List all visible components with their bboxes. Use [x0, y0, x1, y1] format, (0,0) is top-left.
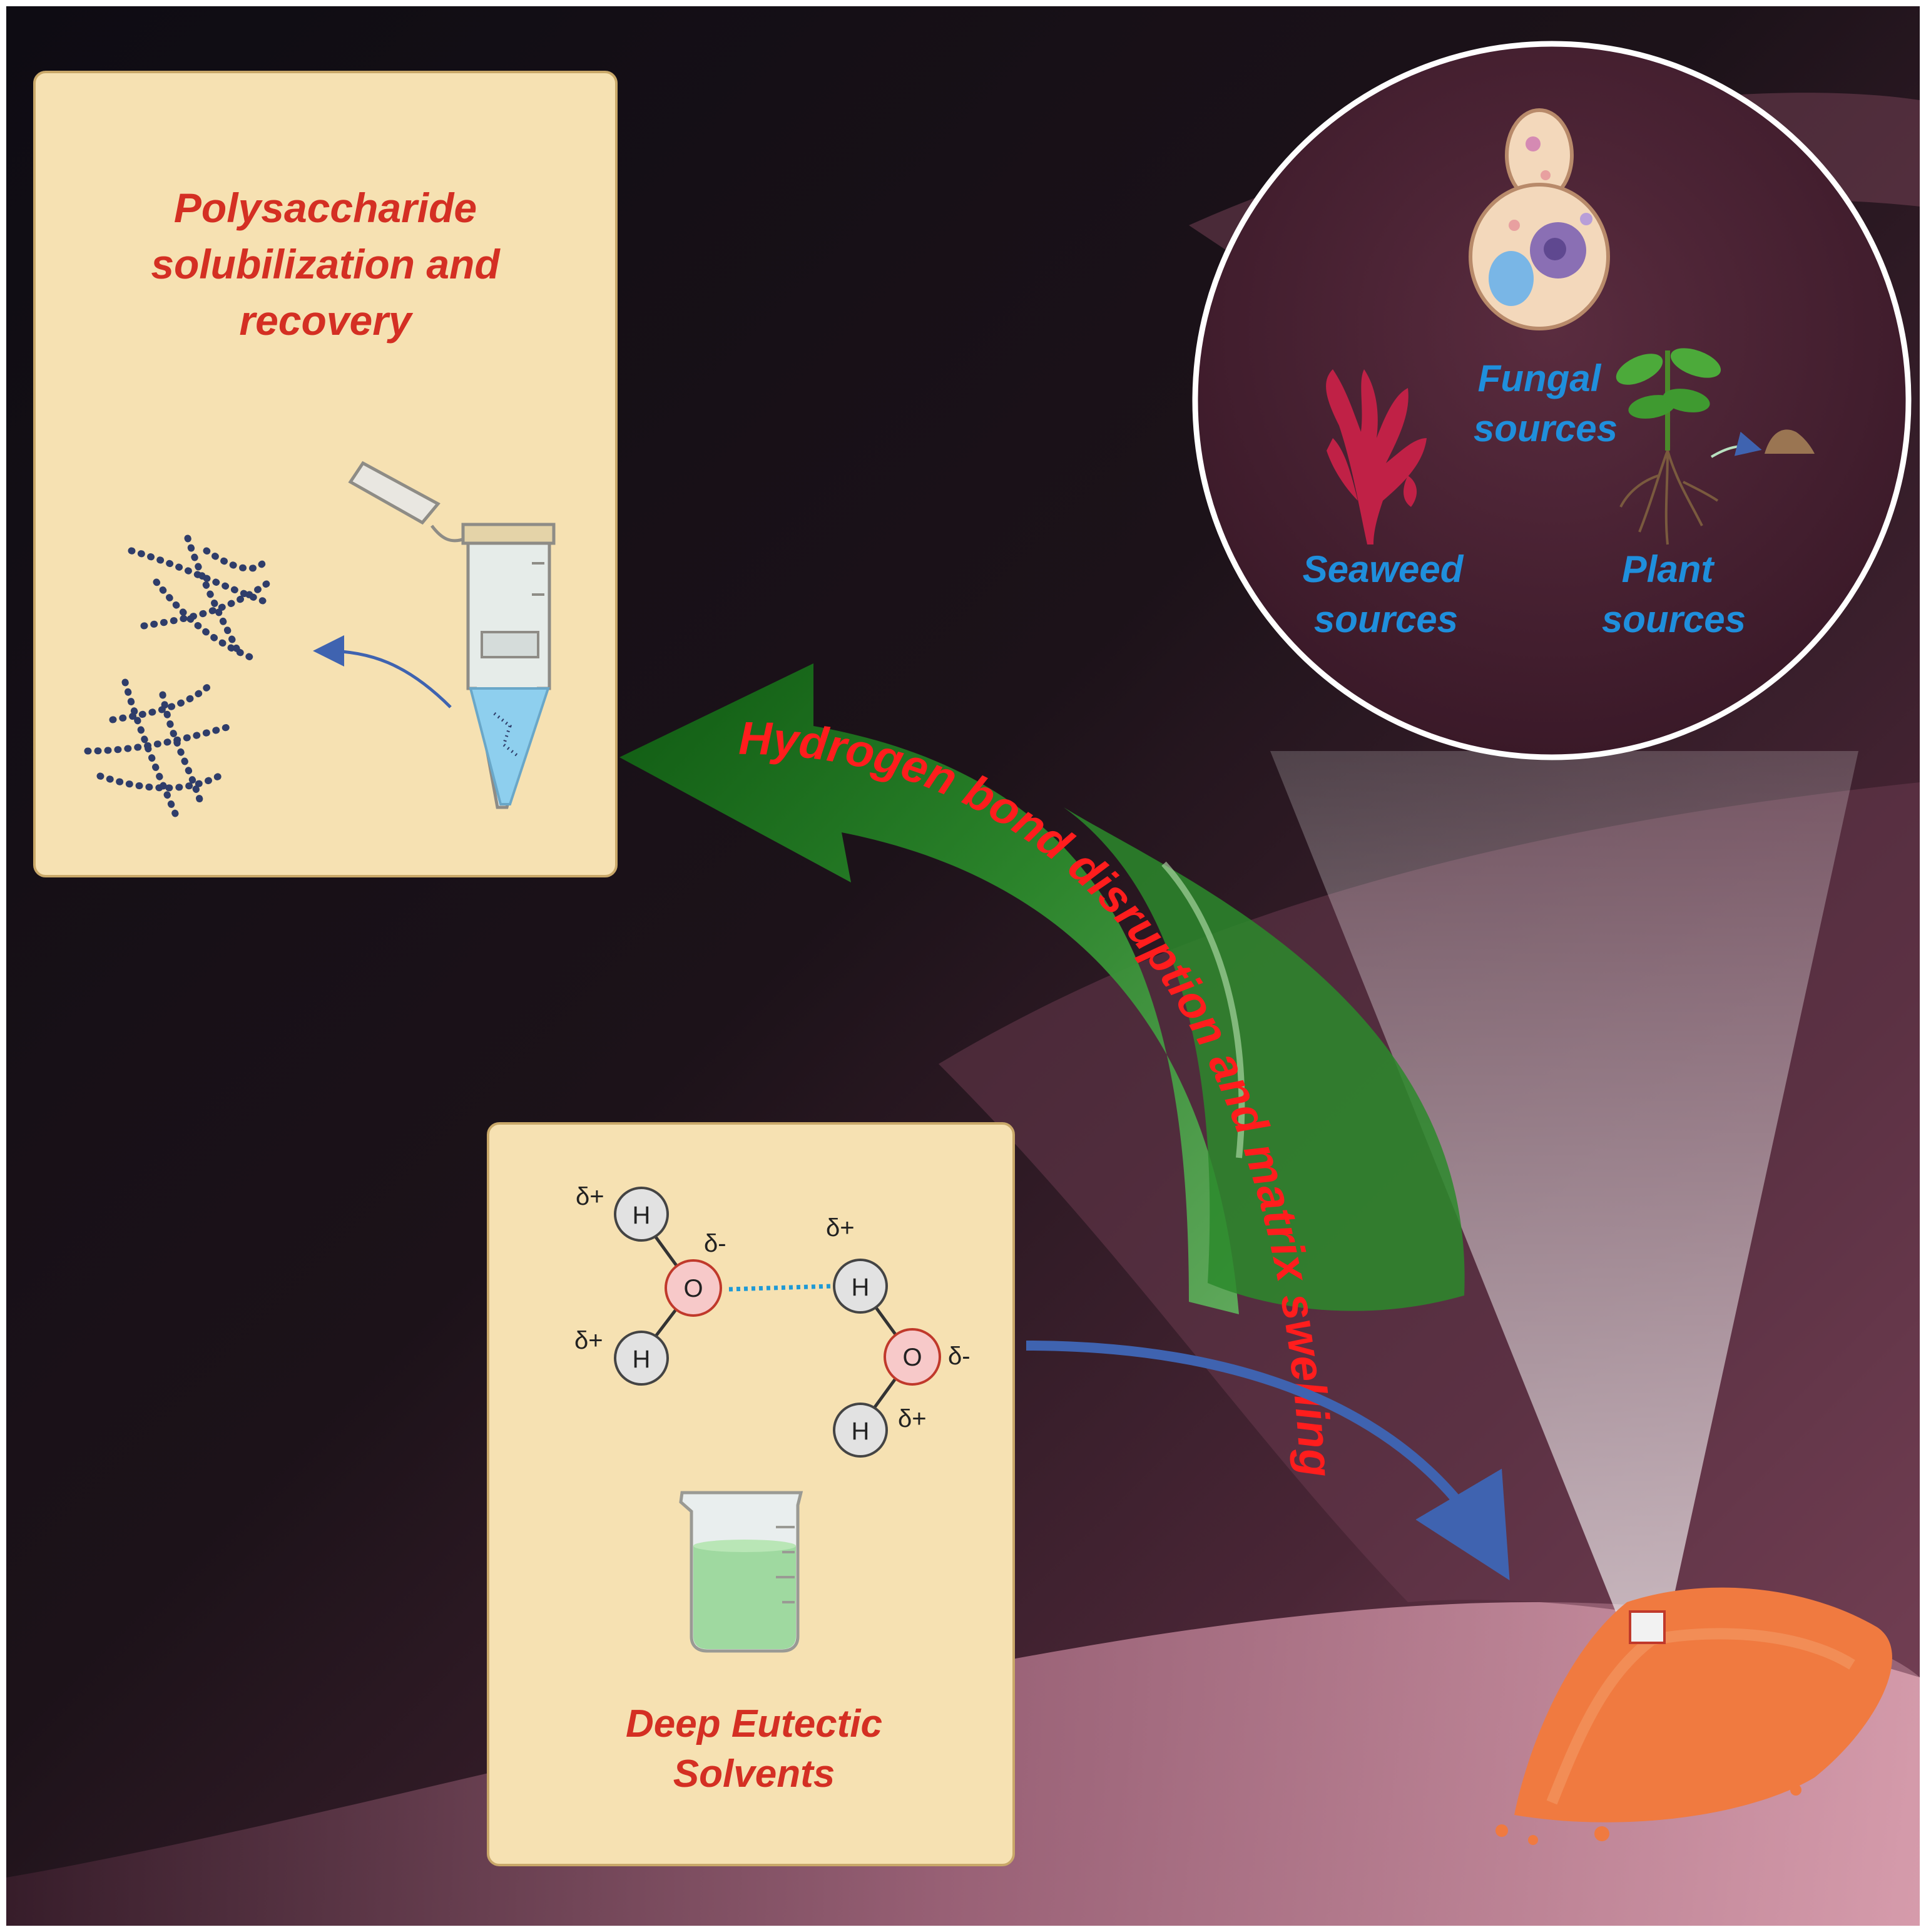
solvent-to-sample-arrow — [1026, 1341, 1510, 1581]
hydrogen-bond-arrow — [619, 663, 1465, 1314]
svg-text:O: O — [902, 1344, 922, 1371]
oxygen-atom-icon: O — [665, 1259, 722, 1317]
hydrogen-atom-icon: H — [614, 1331, 669, 1386]
fungal-cell-icon — [1469, 108, 1610, 330]
sample-square — [1629, 1610, 1666, 1644]
plant-label-line2: sources — [1602, 598, 1746, 640]
fungal-label-line2: sources — [1474, 407, 1618, 449]
panel-title-line1: Polysaccharide — [174, 185, 477, 231]
sources-circle: Fungal sources Seaweed sources Plant sou… — [1192, 41, 1912, 760]
hydrogen-atom-icon: H — [833, 1403, 888, 1458]
fungal-label-line1: Fungal — [1478, 357, 1602, 399]
seaweed-icon — [1326, 369, 1427, 544]
panel-title-line3: recovery — [239, 297, 414, 344]
seaweed-label-line1: Seaweed — [1303, 548, 1464, 590]
water-molecule-diagram: H O H H O H δ+ δ- — [574, 1183, 971, 1458]
partial-charge-label: δ+ — [576, 1183, 604, 1210]
svg-text:O: O — [683, 1275, 703, 1302]
polysaccharide-chain-icon — [84, 534, 273, 817]
oxygen-atom-icon: O — [884, 1328, 941, 1386]
panel-deep-eutectic-solvents: H O H H O H δ+ δ- — [487, 1122, 1015, 1866]
svg-text:H: H — [852, 1418, 870, 1445]
svg-text:H: H — [633, 1202, 651, 1229]
des-title-line1: Deep Eutectic — [626, 1702, 882, 1745]
svg-text:H: H — [852, 1274, 870, 1301]
microcentrifuge-tube-icon — [348, 461, 556, 809]
partial-charge-label: δ+ — [574, 1327, 603, 1354]
hydrogen-atom-icon: H — [833, 1259, 888, 1314]
partial-charge-label: δ+ — [898, 1405, 927, 1433]
des-title-line2: Solvents — [673, 1752, 835, 1796]
powder-pile — [1495, 1587, 1892, 1845]
svg-text:H: H — [633, 1346, 651, 1373]
panel-polysaccharide: Polysaccharide solubilization and recove… — [33, 71, 618, 877]
spotlight-beam — [1270, 751, 1858, 1640]
hydrogen-atom-icon: H — [614, 1187, 669, 1242]
partial-charge-label: δ- — [704, 1230, 726, 1257]
recovery-arrow — [313, 635, 452, 708]
panel-title-line2: solubilization and — [151, 241, 501, 287]
plant-icon — [1616, 348, 1815, 545]
plant-label-line1: Plant — [1622, 548, 1716, 590]
beaker-icon — [679, 1491, 803, 1653]
partial-charge-label: δ+ — [826, 1214, 855, 1242]
partial-charge-label: δ- — [948, 1342, 971, 1370]
seaweed-label-line2: sources — [1314, 598, 1458, 640]
